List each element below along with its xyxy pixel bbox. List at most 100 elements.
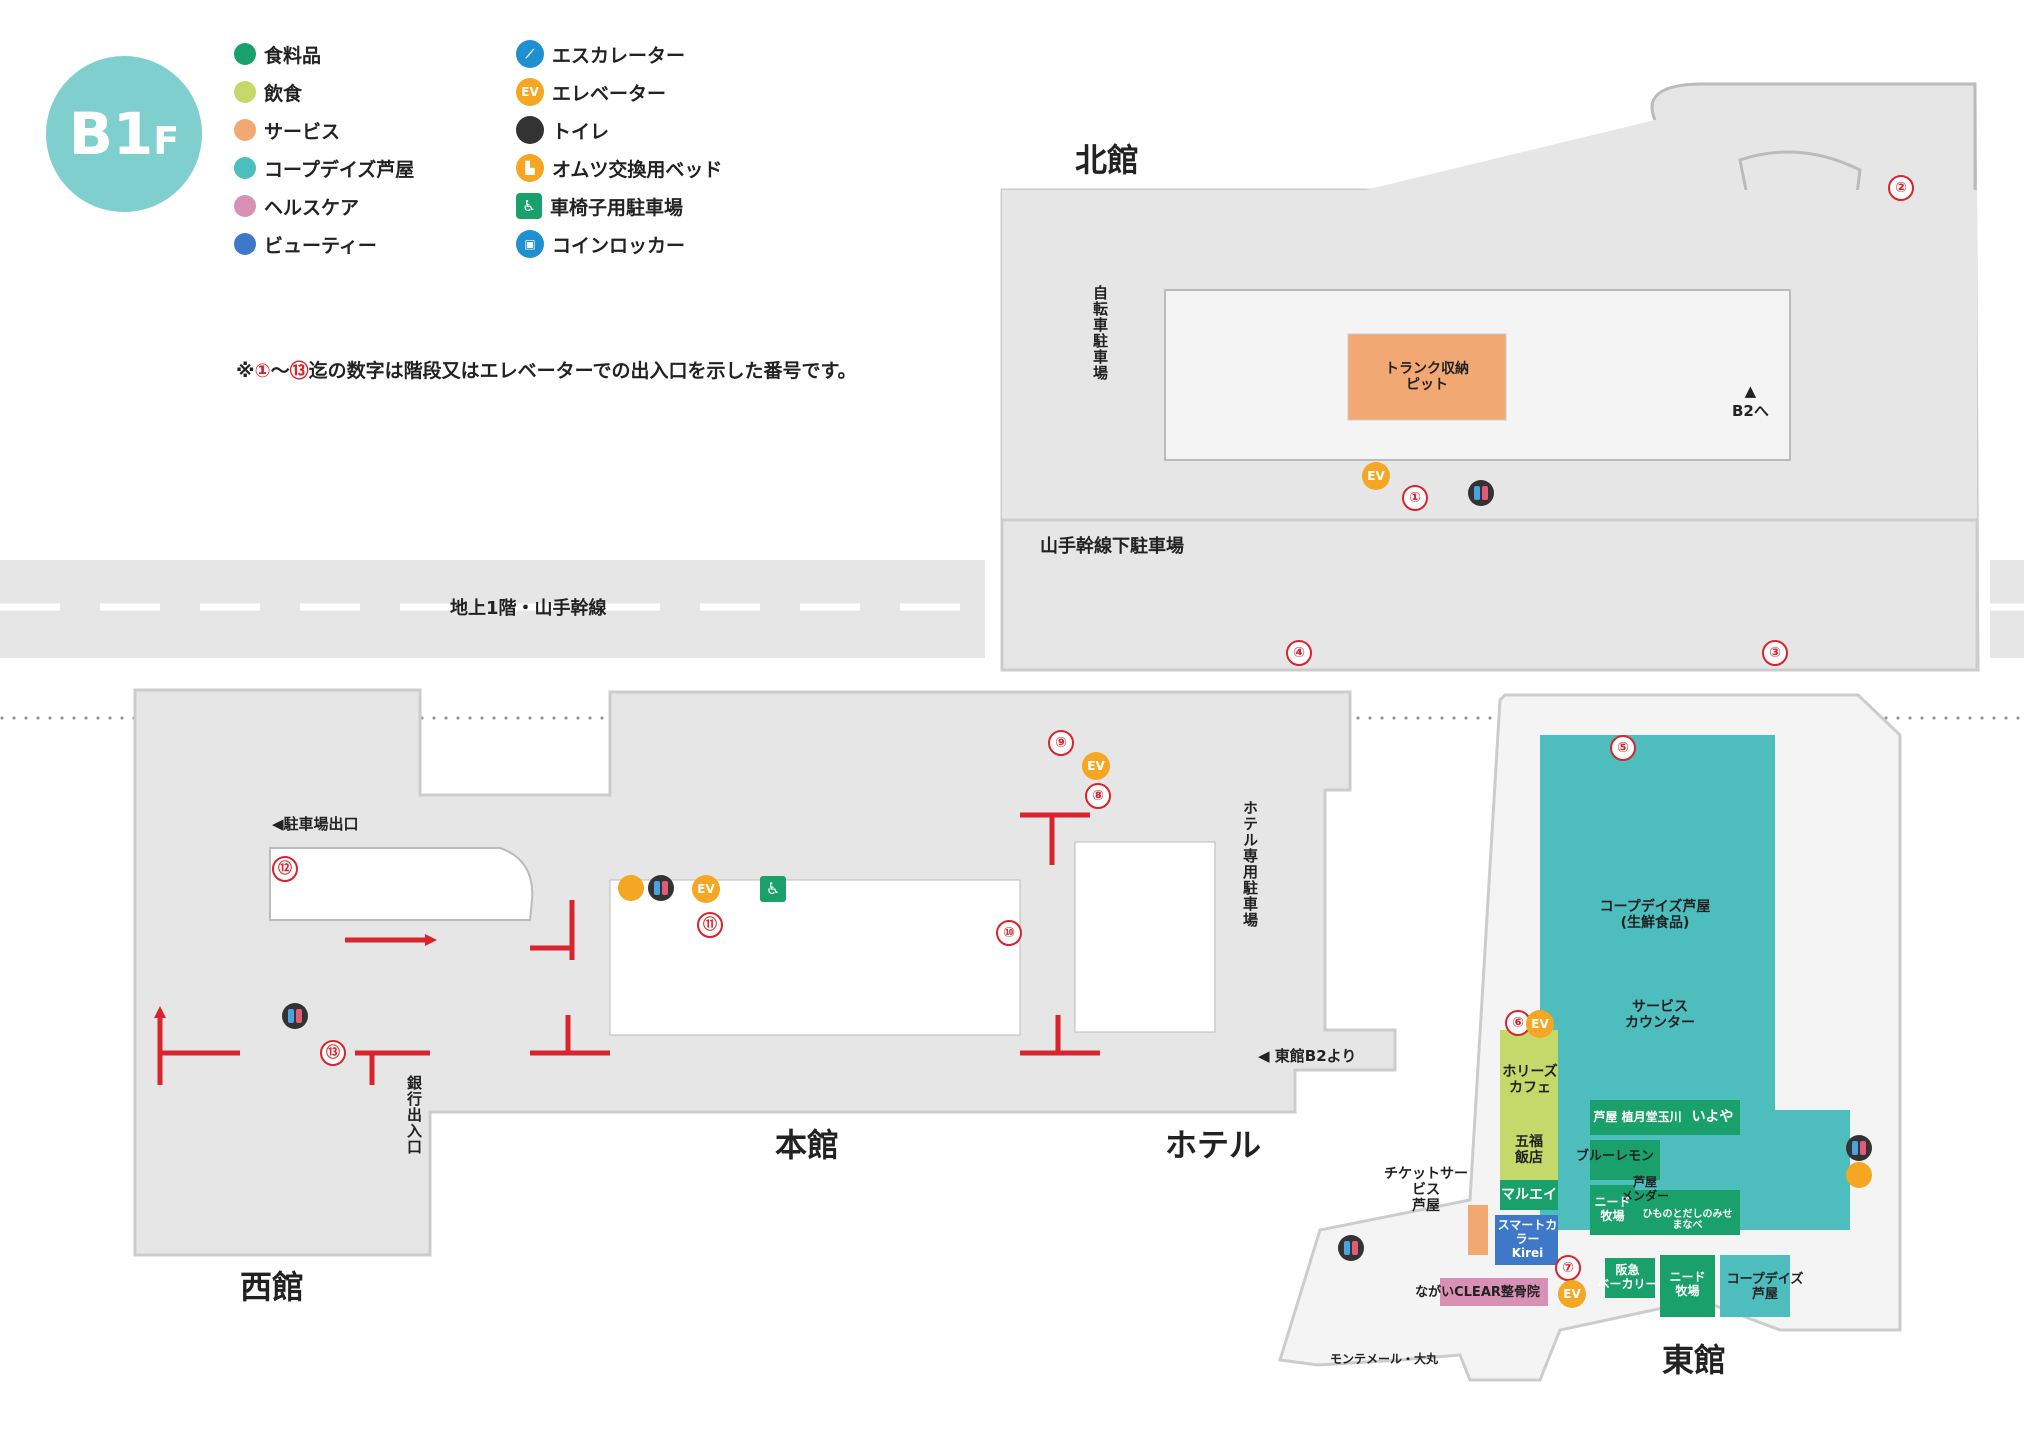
coop-small-area (1720, 1255, 1790, 1317)
diaper-main-icon (618, 875, 644, 901)
ticket-area (1468, 1205, 1488, 1255)
smart-color-shop: スマートカラー Kirei (1497, 1218, 1558, 1260)
exit-12: ⑫ (272, 856, 298, 882)
tsukigetsu-shop: 芦屋 植月堂玉川 (1593, 1109, 1682, 1124)
iyoya-shop: いよや (1691, 1109, 1734, 1126)
coop-dot-icon (234, 157, 256, 179)
ashiya-mender-shop: 芦屋 メンダー (1620, 1175, 1669, 1203)
elevator-icon: EV (516, 78, 544, 106)
ticket-service-label: チケットサービス 芦屋 (1384, 1165, 1468, 1215)
floor-badge: B1F (46, 56, 202, 212)
wheelchair-icon: ♿ (516, 193, 542, 219)
healthcare-dot-icon (234, 195, 256, 217)
traffic-arrows (154, 812, 1100, 1085)
legend-label: ビューティー (264, 234, 377, 257)
legend-beauty: ビューティー (234, 230, 377, 258)
himono-area (1635, 1190, 1740, 1235)
escalator-icon: ⟋ (516, 40, 544, 68)
legend-label: 車椅子用駐車場 (550, 196, 684, 219)
to-b2-label: ▲ B2へ (1732, 382, 1769, 420)
service-counter-shop: サービス カウンター (1625, 998, 1695, 1031)
exit-7: ⑦ (1555, 1255, 1581, 1281)
toilet-west-icon (282, 1003, 308, 1029)
exit-13: ⑬ (320, 1040, 346, 1066)
nagai-area (1440, 1278, 1548, 1306)
exit-3: ③ (1762, 640, 1788, 666)
dining-dot-icon (234, 81, 256, 103)
gofuku-area (1500, 1120, 1558, 1180)
beauty-dot-icon (234, 233, 256, 255)
note-n1: ① (254, 360, 271, 382)
need-farm2-area (1660, 1255, 1715, 1317)
note-n13: ⑬ (289, 360, 309, 382)
legend-toilet: トイレ (516, 116, 609, 144)
exit-2: ② (1888, 175, 1914, 201)
exit-1: ① (1402, 485, 1428, 511)
tsukigetsu-area (1590, 1100, 1685, 1135)
note-suffix: 迄の数字は階段又はエレベーターでの出入口を示した番号です。 (308, 360, 857, 382)
smart-color-area (1495, 1215, 1558, 1265)
blue-lemon-shop: ブルーレモン (1575, 1148, 1654, 1164)
hankyu-shop: 阪急 ベーカリー (1597, 1263, 1658, 1291)
building-hotel: ホテル (1165, 1126, 1262, 1164)
parking-exit-label: ◀駐車場出口 (272, 815, 359, 833)
legend-label: トイレ (552, 120, 610, 143)
coop-small-shop: コープデイズ 芦屋 (1726, 1271, 1804, 1302)
floor-main: B1 (68, 100, 154, 168)
note-prefix: ※ (236, 360, 255, 382)
need-farm1-area (1590, 1185, 1635, 1235)
exit-10: ⑩ (996, 920, 1022, 946)
need-farm2-shop: ニード 牧場 (1669, 1270, 1706, 1298)
blue-lemon-area (1590, 1140, 1660, 1180)
iyoya-area (1685, 1100, 1740, 1135)
yamate-parking-label: 山手幹線下駐車場 (1040, 536, 1184, 557)
legend-coop: コープデイズ芦屋 (234, 154, 414, 182)
toilet-north-icon (1468, 480, 1494, 506)
holy-cafe-shop: ホリーズ カフェ (1502, 1063, 1558, 1096)
nagai-shop: ながいCLEAR整骨院 (1415, 1284, 1540, 1300)
legend-diaper: ▙ オムツ交換用ベッド (516, 154, 722, 182)
marueii-area (1500, 1180, 1558, 1210)
legend-label: 食料品 (264, 44, 322, 67)
west-curve (269, 847, 534, 921)
bicycle-parking-label: 自転車駐車場 (1091, 285, 1109, 381)
food-dot-icon (234, 43, 256, 65)
elevator-north-icon: EV (1362, 462, 1390, 490)
exit-9: ⑨ (1048, 730, 1074, 756)
trunk-storage-area (1347, 333, 1507, 421)
need-farm1-shop: ニード 牧場 (1594, 1195, 1631, 1223)
note-mid: 〜 (270, 360, 290, 382)
coin-locker-icon: ▣ (516, 230, 544, 258)
bank-entrance-label: 銀行出入口 (405, 1075, 423, 1155)
legend-label: コープデイズ芦屋 (264, 158, 415, 181)
exit-number-note: ※①〜⑬迄の数字は階段又はエレベーターでの出入口を示した番号です。 (236, 356, 857, 383)
building-north: 北館 (1075, 141, 1140, 179)
legend-wheelchair: ♿ 車椅子用駐車場 (516, 192, 683, 220)
elevator-6-icon: EV (1526, 1010, 1554, 1038)
exit-5: ⑤ (1610, 735, 1636, 761)
legend-healthcare: ヘルスケア (234, 192, 359, 220)
himono-shop: ひものとだしのみせ まなべ (1642, 1208, 1733, 1232)
building-west: 西館 (240, 1268, 305, 1306)
holy-cafe-area (1500, 1030, 1558, 1120)
service-dot-icon (234, 119, 256, 141)
gofuku-shop: 五福 飯店 (1515, 1133, 1543, 1166)
wheelchair-main-icon: ♿ (760, 876, 786, 902)
legend-label: エスカレーター (552, 44, 686, 67)
legend-service: サービス (234, 116, 340, 144)
legend-locker: ▣ コインロッカー (516, 230, 685, 258)
toilet-main-icon (648, 875, 674, 901)
legend-label: 飲食 (264, 82, 303, 105)
hotel-parking-label: ホテル専用駐車場 (1241, 800, 1259, 928)
legend-label: コインロッカー (552, 234, 686, 257)
building-east: 東館 (1662, 1341, 1727, 1379)
montemer-label: モンテメール・大丸 (1330, 1352, 1439, 1366)
exit-4: ④ (1286, 640, 1312, 666)
legend-label: オムツ交換用ベッド (552, 158, 723, 181)
diaper-bed-icon: ▙ (516, 154, 544, 182)
elevator-11-icon: EV (692, 875, 720, 903)
legend-label: ヘルスケア (264, 196, 360, 219)
legend-escalator: ⟋ エスカレーター (516, 40, 685, 68)
